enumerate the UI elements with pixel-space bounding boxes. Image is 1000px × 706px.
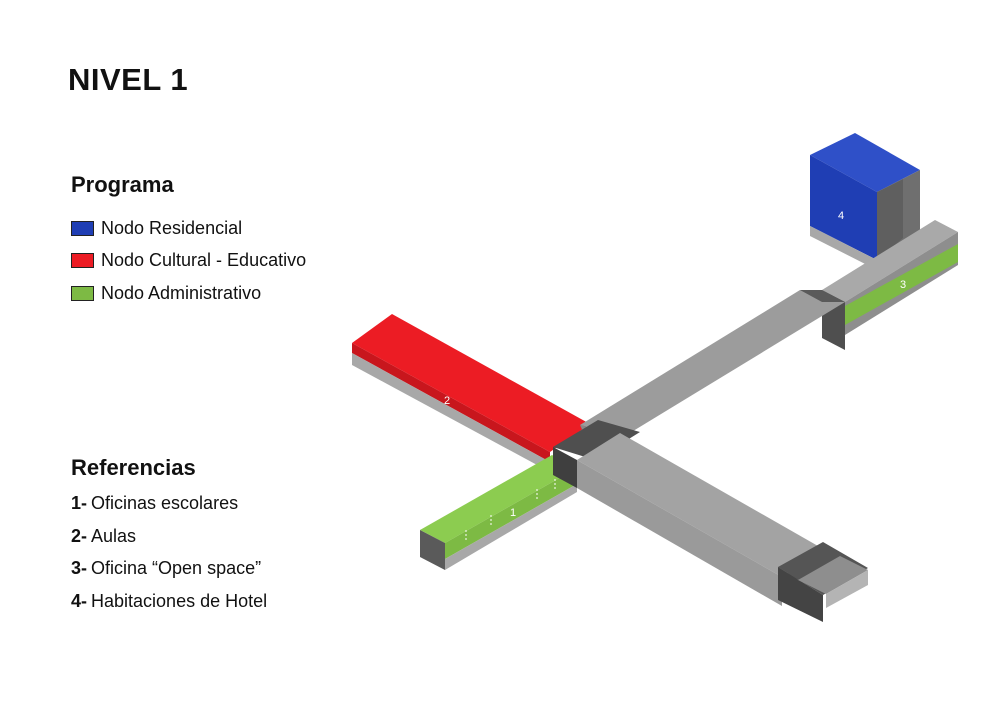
label-2: 2 [444,395,450,407]
cultural-swatch [71,253,94,269]
label-4: 4 [838,210,844,222]
ref-text: Habitaciones de Hotel [91,590,268,611]
ref-text: Aulas [91,525,137,546]
residencial-swatch [71,220,94,236]
administrativo-swatch [71,285,94,301]
ref-number: 2- [71,525,88,546]
legend-label: Nodo Residencial [101,217,243,238]
ref-text: Oficina “Open space” [91,558,262,578]
ref-number: 3- [71,558,88,578]
legend-item-administrativo: Nodo Administrativo [71,277,306,310]
ref-item: 1-Oficinas escolares [71,489,267,522]
page-title: NIVEL 1 [68,62,189,97]
main-corridor-se [577,433,868,622]
legend-item-cultural: Nodo Cultural - Educativo [71,245,306,278]
classroom-wing: 2 [352,314,590,472]
junction-block [553,420,640,488]
school-offices-wing: 1 [420,455,577,570]
referencias-heading: Referencias [71,455,196,480]
label-3: 3 [900,279,906,291]
ref-text: Oficinas escolares [91,493,239,513]
legend-label: Nodo Administrativo [101,282,262,303]
label-1: 1 [510,507,516,519]
ref-item: 2-Aulas [71,522,267,555]
ref-number: 4- [71,590,88,611]
ref-item: 3-Oficina “Open space” [71,554,267,587]
legend-item-residencial: Nodo Residencial [71,212,306,245]
referencias-list: 1-Oficinas escolares 2-Aulas 3-Oficina “… [71,489,267,619]
legend-label: Nodo Cultural - Educativo [101,250,307,271]
programa-heading: Programa [71,172,174,197]
ref-item: 4-Habitaciones de Hotel [71,587,267,620]
ref-number: 1- [71,493,88,513]
programa-legend: Nodo Residencial Nodo Cultural - Educati… [71,212,306,310]
